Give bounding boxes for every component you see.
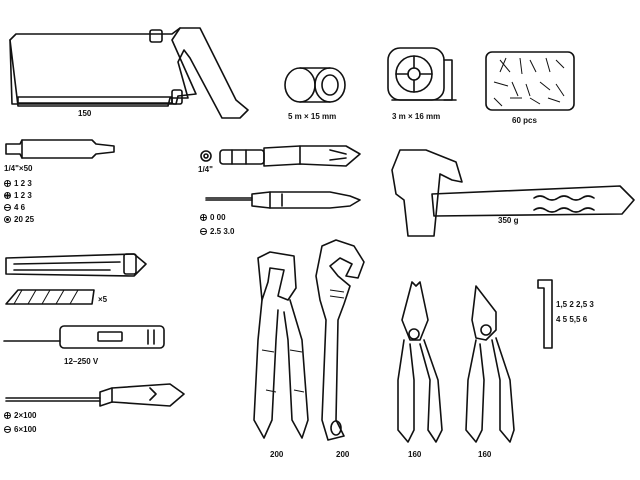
phillips-icon <box>4 180 11 187</box>
cutter-label: 160 <box>478 450 492 459</box>
anchors-box-icon <box>485 51 575 111</box>
torx-icon <box>4 216 11 223</box>
screwdriver-row: 6×100 <box>4 425 36 434</box>
bit-row: 4 6 <box>4 203 25 212</box>
hammer-label: 350 g <box>498 216 519 225</box>
adjustable-wrench-icon <box>315 239 365 441</box>
hacksaw-label: 150 <box>78 109 92 118</box>
plier1-label: 200 <box>270 450 284 459</box>
precision-sizes: 0 00 <box>210 213 226 222</box>
bit-sizes: 20 25 <box>14 215 35 224</box>
tester-label: 12–250 V <box>64 357 99 366</box>
pozidriv-icon <box>4 192 11 199</box>
slotted-icon <box>200 228 207 235</box>
socket-label: 1/4" <box>198 165 213 174</box>
precision-row: 2.5 3.0 <box>200 227 234 236</box>
measuring-tape-icon <box>387 47 457 101</box>
measure-label: 3 m × 16 mm <box>392 112 441 121</box>
screwdriver-row: 2×100 <box>4 411 36 420</box>
hacksaw-icon <box>9 27 249 119</box>
tape-roll-icon <box>284 67 346 103</box>
bit-icon <box>5 139 115 159</box>
screwdriver-sizes: 6×100 <box>14 425 37 434</box>
precision-screwdriver-icon <box>205 191 361 209</box>
side-cutter-icon <box>465 285 515 443</box>
hammer-icon <box>391 149 635 237</box>
voltage-tester-icon <box>3 325 165 349</box>
wrench-label: 200 <box>336 450 350 459</box>
utility-knife-icon <box>5 253 147 277</box>
slotted-icon <box>4 204 11 211</box>
water-pump-pliers-icon <box>253 251 309 439</box>
bit-screwdriver-icon <box>219 145 361 167</box>
precision-sizes: 2.5 3.0 <box>210 227 235 236</box>
blades-icon <box>5 289 95 305</box>
hex-key-icon <box>537 279 553 349</box>
slotted-icon <box>4 426 11 433</box>
precision-row: 0 00 <box>200 213 226 222</box>
anchors-label: 60 pcs <box>512 116 537 125</box>
bit-size-label: 1/4"×50 <box>4 164 33 173</box>
bit-row: 1 2 3 <box>4 179 32 188</box>
bit-sizes: 1 2 3 <box>14 191 32 200</box>
plier2-label: 160 <box>408 450 422 459</box>
hex-row1-label: 1,5 2 2,5 3 <box>556 300 594 309</box>
blades-label: ×5 <box>98 295 108 304</box>
socket-icon <box>200 150 212 162</box>
combination-pliers-icon <box>397 281 443 443</box>
screwdriver-icon <box>5 383 185 407</box>
hex-row2-label: 4 5 5,5 6 <box>556 315 588 324</box>
bit-sizes: 4 6 <box>14 203 26 212</box>
bit-sizes: 1 2 3 <box>14 179 32 188</box>
bit-row: 1 2 3 <box>4 191 32 200</box>
tape-label: 5 m × 15 mm <box>288 112 337 121</box>
bit-row: 20 25 <box>4 215 34 224</box>
phillips-icon <box>4 412 11 419</box>
phillips-icon <box>200 214 207 221</box>
screwdriver-sizes: 2×100 <box>14 411 37 420</box>
